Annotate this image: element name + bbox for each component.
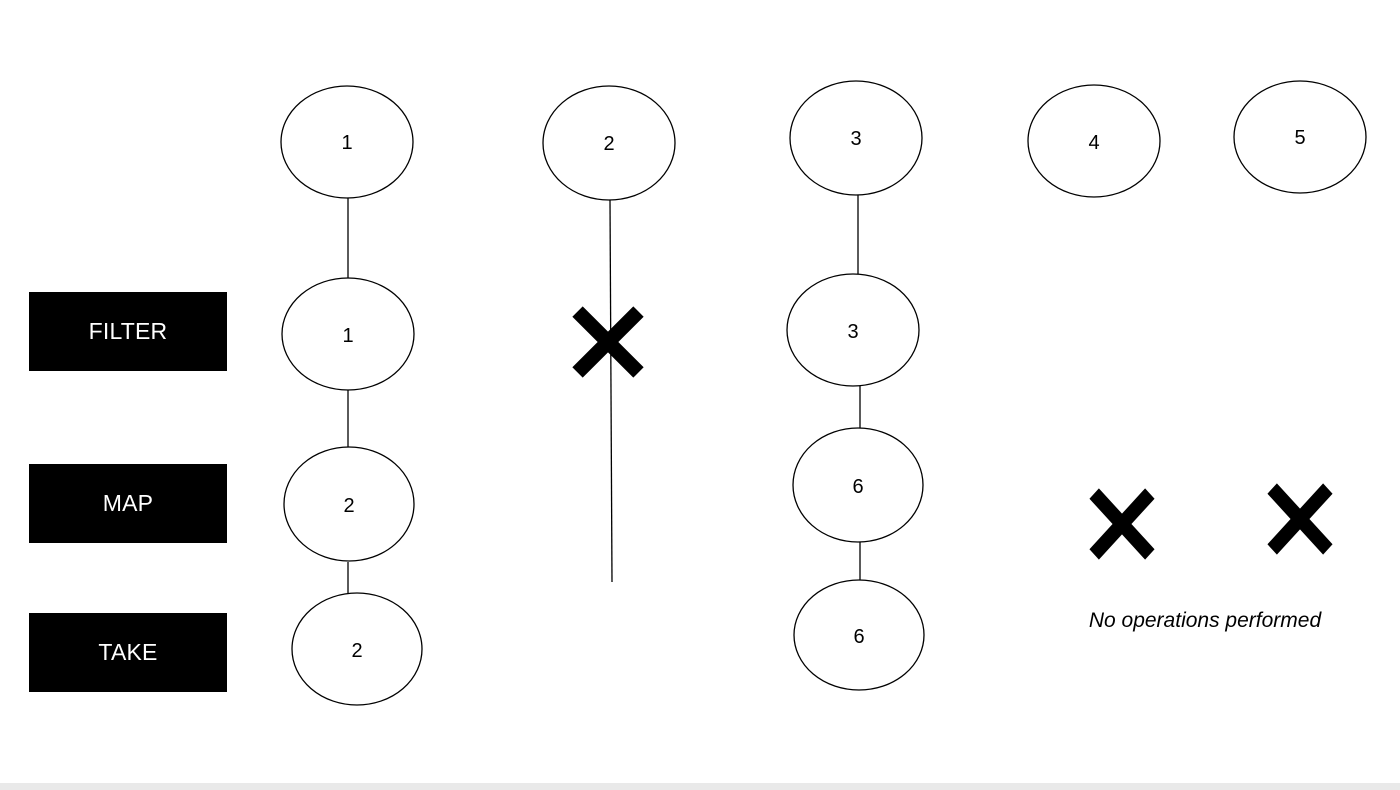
- node-take-3: 6: [793, 579, 925, 691]
- node-value: 1: [341, 132, 352, 154]
- cross-icon: [1267, 483, 1333, 555]
- node-value: 4: [1088, 132, 1099, 154]
- node-source-3: 3: [789, 80, 923, 196]
- node-source-2: 2: [542, 85, 676, 201]
- node-source-5: 5: [1233, 80, 1367, 194]
- filter-label: FILTER: [29, 292, 227, 371]
- node-take-1: 2: [291, 592, 423, 706]
- no-operations-note: No operations performed: [1088, 609, 1322, 632]
- node-value: 3: [847, 321, 858, 343]
- bottom-divider: [0, 783, 1400, 790]
- node-value: 2: [351, 640, 362, 662]
- cross-icon: [572, 306, 644, 378]
- node-value: 6: [852, 476, 863, 498]
- node-value: 2: [343, 495, 354, 517]
- cross-icon: [1089, 488, 1155, 560]
- node-filter-3: 3: [786, 273, 920, 387]
- node-value: 6: [853, 626, 864, 648]
- node-value: 3: [850, 128, 861, 150]
- node-value: 5: [1294, 127, 1305, 149]
- node-value: 2: [603, 133, 614, 155]
- node-value: 1: [342, 325, 353, 347]
- node-map-1: 2: [283, 446, 415, 562]
- node-filter-1: 1: [281, 277, 415, 391]
- node-map-3: 6: [792, 427, 924, 543]
- map-label: MAP: [29, 464, 227, 543]
- connector-2-stream: [609, 199, 613, 583]
- take-label: TAKE: [29, 613, 227, 692]
- node-source-1: 1: [280, 85, 414, 199]
- node-source-4: 4: [1027, 84, 1161, 198]
